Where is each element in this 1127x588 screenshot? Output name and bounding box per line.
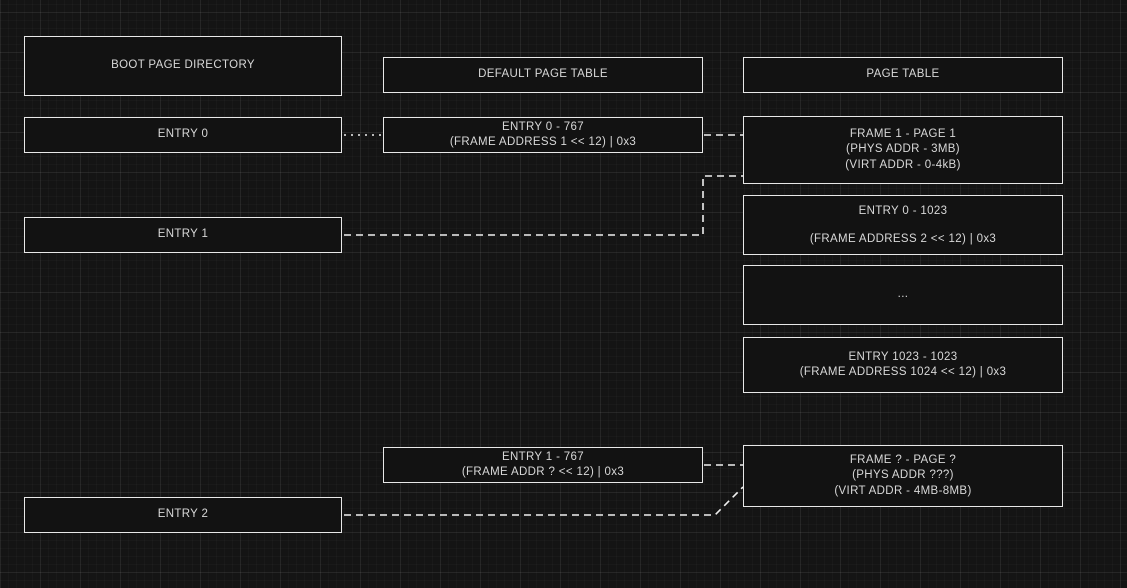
connector-entry2-to-frame-unknown [344, 486, 744, 516]
bpd-entry-1[interactable]: ENTRY 1 [24, 217, 342, 253]
dpt-entry-0-767[interactable]: ENTRY 0 - 767 (FRAME ADDRESS 1 << 12) | … [383, 117, 703, 153]
default-page-table-header: DEFAULT PAGE TABLE [383, 57, 703, 93]
pt-ellipsis: ... [743, 265, 1063, 325]
pt-entry-0-1023[interactable]: ENTRY 0 - 1023 (FRAME ADDRESS 2 << 12) |… [743, 195, 1063, 255]
boot-page-directory-header: BOOT PAGE DIRECTORY [24, 36, 342, 96]
pt-frame-unknown[interactable]: FRAME ? - PAGE ? (PHYS ADDR ???) (VIRT A… [743, 445, 1063, 507]
bpd-entry-2[interactable]: ENTRY 2 [24, 497, 342, 533]
page-table-header: PAGE TABLE [743, 57, 1063, 93]
bpd-entry-0[interactable]: ENTRY 0 [24, 117, 342, 153]
pt-entry-1023-1023[interactable]: ENTRY 1023 - 1023 (FRAME ADDRESS 1024 <<… [743, 337, 1063, 393]
dpt-entry-1-767[interactable]: ENTRY 1 - 767 (FRAME ADDR ? << 12) | 0x3 [383, 447, 703, 483]
connector-entry1-to-frame1 [344, 175, 743, 236]
pt-frame-1-page-1[interactable]: FRAME 1 - PAGE 1 (PHYS ADDR - 3MB) (VIRT… [743, 116, 1063, 184]
